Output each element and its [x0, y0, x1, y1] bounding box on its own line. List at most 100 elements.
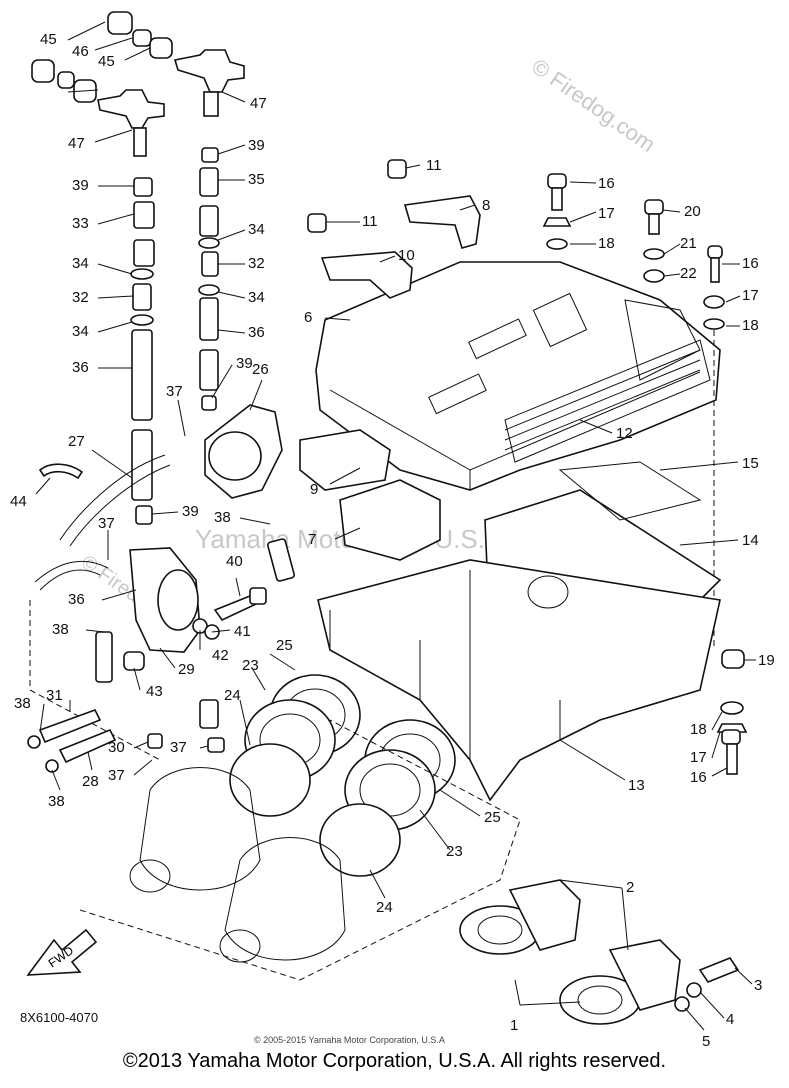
element-15 — [558, 461, 702, 521]
callout-34: 34 — [72, 323, 89, 340]
fwd-arrow: FWD — [26, 928, 98, 976]
callout-24: 24 — [376, 899, 393, 916]
watermark-site-top: © Firedog.com — [527, 54, 660, 157]
callout-25: 25 — [276, 637, 293, 654]
callout-28: 28 — [82, 773, 99, 790]
clamp-44 — [38, 463, 84, 480]
callout-17: 17 — [598, 205, 615, 222]
cap-part — [31, 59, 55, 83]
callout-5: 5 — [702, 1033, 710, 1050]
callout-47: 47 — [250, 95, 267, 112]
callout-24: 24 — [224, 687, 241, 704]
callout-38: 38 — [48, 793, 65, 810]
gasket-7 — [339, 479, 441, 561]
cap-part — [149, 37, 173, 59]
bracket-8 — [403, 195, 481, 249]
callout-29: 29 — [178, 661, 195, 678]
callout-23: 23 — [242, 657, 259, 674]
copyright-footer: ©2013 Yamaha Motor Corporation, U.S.A. A… — [122, 1050, 667, 1072]
hose-28 — [58, 728, 117, 764]
fuel-cock-nozzle — [203, 91, 219, 117]
callout-46: 46 — [72, 43, 89, 60]
callout-31: 31 — [46, 687, 63, 704]
cover-grille — [504, 339, 711, 463]
copyright-small: © 2005-2015 Yamaha Motor Corporation, U.… — [254, 1035, 445, 1045]
callout-14: 14 — [742, 532, 759, 549]
callout-18: 18 — [598, 235, 615, 252]
callout-9: 9 — [310, 481, 318, 498]
callout-16: 16 — [742, 255, 759, 272]
callout-20: 20 — [684, 203, 701, 220]
cover-6 — [315, 261, 721, 491]
intake-manifolds — [459, 879, 740, 1025]
callout-36: 36 — [72, 359, 89, 376]
callout-32: 32 — [248, 255, 265, 272]
callout-47: 47 — [68, 135, 85, 152]
callout-33: 33 — [72, 215, 89, 232]
fuel-cock-right — [173, 49, 245, 93]
intake-joints — [229, 674, 456, 877]
callout-17: 17 — [690, 749, 707, 766]
callout-44: 44 — [10, 493, 27, 510]
diagram-code: 8X6100-4070 — [20, 1010, 99, 1025]
callout-37: 37 — [98, 515, 115, 532]
callout-38: 38 — [14, 695, 31, 712]
callout-43: 43 — [146, 683, 163, 700]
callout-27: 27 — [68, 433, 85, 450]
carburetor-outline — [79, 719, 521, 981]
callout-1: 1 — [510, 1017, 518, 1034]
part-callouts: 45 46 45 47 47 39 35 39 33 34 32 34 32 3… — [10, 31, 775, 1050]
callout-4: 4 — [726, 1011, 734, 1028]
callout-37: 37 — [166, 383, 183, 400]
callout-36: 36 — [248, 324, 265, 341]
callout-6: 6 — [304, 309, 312, 326]
callout-36: 36 — [68, 591, 85, 608]
air-box-cover — [307, 159, 721, 491]
leader-lines — [35, 21, 756, 1031]
callout-7: 7 — [308, 531, 316, 548]
callout-21: 21 — [680, 235, 697, 252]
callout-18: 18 — [690, 721, 707, 738]
callout-16: 16 — [598, 175, 615, 192]
callout-19: 19 — [758, 652, 775, 669]
callout-18: 18 — [742, 317, 759, 334]
callout-41: 41 — [234, 623, 251, 640]
callout-23: 23 — [446, 843, 463, 860]
callout-32: 32 — [72, 289, 89, 306]
fuel-cock-left — [97, 89, 165, 129]
hose-36-loop — [34, 560, 109, 591]
callout-17: 17 — [742, 287, 759, 304]
band-24 — [229, 743, 311, 817]
callout-26: 26 — [252, 361, 269, 378]
callout-39: 39 — [182, 503, 199, 520]
callout-16: 16 — [690, 769, 707, 786]
callout-34: 34 — [72, 255, 89, 272]
callout-40: 40 — [226, 553, 243, 570]
callout-11: 11 — [426, 157, 442, 174]
callout-13: 13 — [628, 777, 645, 794]
callout-25: 25 — [484, 809, 501, 826]
bracket-10 — [320, 251, 413, 299]
callout-39: 39 — [236, 355, 253, 372]
callout-42: 42 — [212, 647, 229, 664]
hose-31 — [38, 709, 102, 744]
callout-10: 10 — [398, 247, 415, 264]
callout-12: 12 — [616, 425, 633, 442]
callout-45: 45 — [98, 53, 115, 70]
callout-37: 37 — [170, 739, 187, 756]
case-13 — [317, 559, 721, 802]
callout-39: 39 — [72, 177, 89, 194]
callout-3: 3 — [754, 977, 762, 994]
fasteners-right — [542, 173, 748, 775]
callout-38: 38 — [52, 621, 69, 638]
callout-37: 37 — [108, 767, 125, 784]
callout-11: 11 — [362, 213, 378, 230]
callout-35: 35 — [248, 171, 265, 188]
hose-27 — [59, 454, 171, 547]
air-box-case — [299, 429, 722, 802]
callout-34: 34 — [248, 221, 265, 238]
callout-15: 15 — [742, 455, 759, 472]
callout-2: 2 — [626, 879, 634, 896]
cap-part — [107, 11, 133, 35]
